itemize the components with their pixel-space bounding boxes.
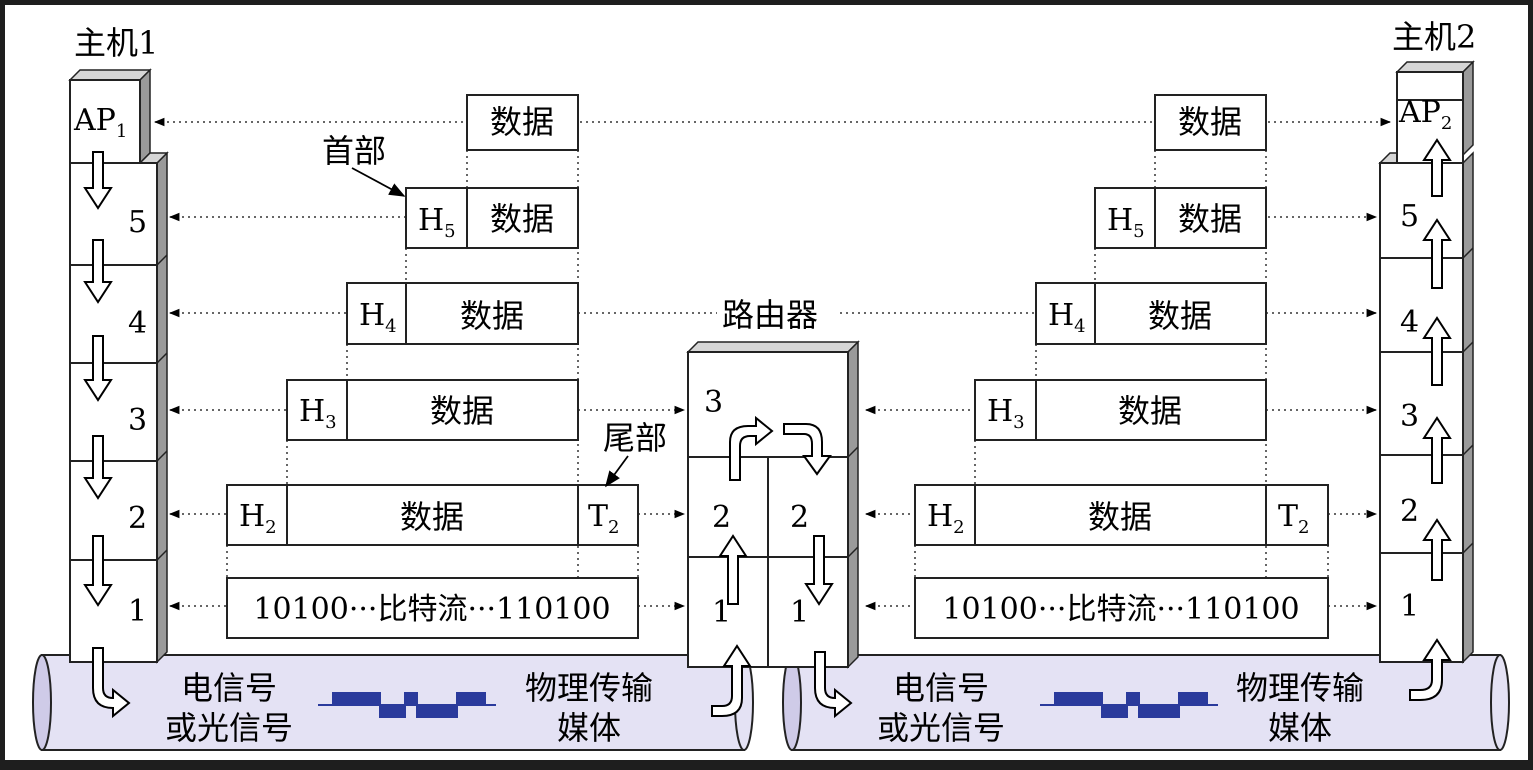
signal-waveform-right [1040,692,1218,718]
header-callout-pointer [351,167,406,197]
signal-label-right-1: 电信号 [893,669,989,707]
host1-layer5: 5 [128,205,147,240]
right-l5-data: 数据 [1178,200,1242,238]
signal-label-left-2: 或光信号 [165,709,293,747]
right-l2-data: 数据 [1088,498,1152,536]
left-l3-header: H3 [299,394,337,433]
left-l2-trailer: T2 [588,499,619,538]
trailer-callout-label: 尾部 [603,419,667,457]
signal-waveform-left [318,692,496,718]
host2-layer3: 3 [1400,399,1419,434]
host1-stack [68,68,169,664]
left-bitstream: 10100···比特流···110100 [253,592,610,627]
host2-layer2: 2 [1400,494,1419,529]
header-callout-label: 首部 [322,132,386,170]
right-l3-header: H3 [987,394,1025,433]
right-bitstream: 10100···比特流···110100 [942,592,1299,627]
media-label-left-2: 媒体 [557,709,621,747]
router-box [686,340,860,669]
host2-stack [1378,60,1475,664]
trailer-callout-pointer [605,455,629,488]
host2-layer5: 5 [1400,199,1419,234]
host2-ap-label: AP2 [1398,95,1452,134]
host1-layer1: 1 [128,594,147,629]
left-l4-data: 数据 [460,297,524,335]
host1-ap-label: AP1 [73,103,127,142]
right-packet-l1 [914,577,1329,639]
right-l2-trailer: T2 [1278,499,1309,538]
media-label-left-1: 物理传输 [525,669,653,707]
signal-label-left-1: 电信号 [181,669,277,707]
left-packet-ap [466,94,579,151]
host1-layer4: 4 [128,306,147,341]
router-arrows [711,415,853,719]
left-l3-data: 数据 [430,392,494,430]
media-label-right-1: 物理传输 [1236,669,1364,707]
router-right-layer1: 1 [790,595,809,630]
host1-layer3: 3 [128,403,147,438]
right-packet-l5 [1094,187,1267,249]
right-packet-l4 [1035,282,1267,345]
right-packet-l2 [914,484,1329,546]
right-l3-data: 数据 [1118,392,1182,430]
left-packet-l5 [405,187,579,249]
left-packet-l4 [346,282,579,345]
host2-layer4: 4 [1400,305,1419,340]
host1-down-arrows [83,151,131,719]
left-packet-l1 [226,577,639,639]
left-l5-data: 数据 [490,200,554,238]
host2-up-arrows [1409,138,1452,701]
router-left-layer2: 2 [712,500,731,535]
right-packet-ap [1154,94,1267,151]
router-title: 路由器 [722,296,818,334]
signal-label-right-2: 或光信号 [877,709,1005,747]
right-l4-data: 数据 [1148,297,1212,335]
left-packet-l3 [286,379,579,441]
host1-layer2: 2 [128,501,147,536]
host2-layer1: 1 [1400,589,1419,624]
left-packet-l2 [226,484,639,546]
right-l2-header: H2 [927,499,965,538]
dotted-guides [153,117,1392,611]
router-left-layer1: 1 [712,595,731,630]
router-right-layer2: 2 [790,500,809,535]
left-l2-data: 数据 [400,498,464,536]
right-l4-header: H4 [1048,298,1086,337]
host2-title: 主机2 [1392,18,1476,56]
left-l5-header: H5 [418,203,456,242]
left-l2-header: H2 [239,499,277,538]
right-packet-l3 [974,379,1267,441]
physical-medium-right [782,654,1510,751]
media-label-right-2: 媒体 [1268,709,1332,747]
right-l5-header: H5 [1107,203,1145,242]
left-packet-ap-data: 数据 [490,103,554,141]
host1-title: 主机1 [74,24,158,62]
left-l4-header: H4 [359,298,397,337]
right-packet-ap-data: 数据 [1178,103,1242,141]
router-layer3: 3 [704,385,723,420]
